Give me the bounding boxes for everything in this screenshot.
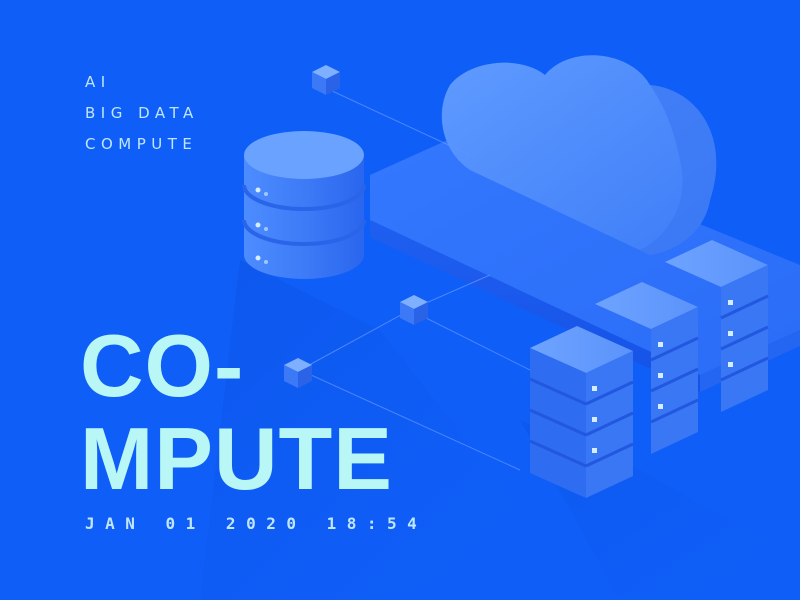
tag-ai: AI	[85, 73, 111, 91]
small-cube-icon	[400, 295, 428, 325]
small-cube-icon	[284, 358, 312, 388]
cloud-icon	[441, 55, 717, 255]
database-cylinder-icon	[242, 131, 366, 279]
title-line-2: MPUTE	[80, 409, 393, 508]
server-rack-icon	[665, 240, 769, 412]
server-rack-icon	[529, 326, 634, 498]
title-line-1: CO-	[80, 316, 245, 415]
server-rack-icon	[595, 282, 699, 454]
tag-compute: COMPUTE	[85, 135, 198, 153]
small-cube-icon	[312, 65, 340, 95]
tag-big-data: BIG DATA	[85, 104, 199, 122]
datetime-label: JAN 01 2020 18:54	[85, 514, 428, 533]
